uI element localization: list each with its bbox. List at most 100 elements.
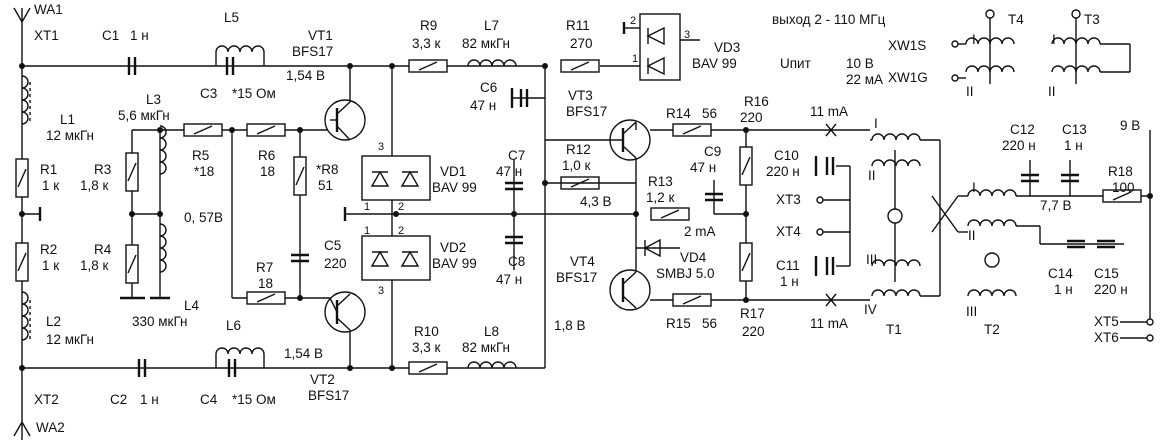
r4-label: R4 bbox=[94, 242, 112, 257]
xt2-label: XT2 bbox=[34, 392, 59, 407]
r15-label: R15 bbox=[666, 316, 691, 331]
vd4-label: VD4 bbox=[680, 250, 707, 265]
r17-value: 220 bbox=[742, 324, 765, 339]
r7-label: R7 bbox=[256, 260, 273, 275]
vt1-label: VT1 bbox=[308, 28, 333, 43]
r3-value: 1,8 к bbox=[80, 178, 109, 193]
c14-label: C14 bbox=[1048, 266, 1073, 281]
r4-value: 1,8 к bbox=[80, 258, 109, 273]
vt2-collector-voltage: 1,54 В bbox=[284, 346, 323, 361]
vd4-type: SMBJ 5.0 bbox=[656, 266, 715, 281]
c10-label: C10 bbox=[774, 148, 799, 163]
vd3-pin2: 2 bbox=[630, 15, 636, 27]
c3-label: C3 bbox=[200, 86, 217, 101]
vd2-pin3: 3 bbox=[378, 285, 384, 297]
l5-label: L5 bbox=[224, 10, 239, 25]
supply-current: 22 мА bbox=[846, 72, 883, 87]
r5-value: *18 bbox=[194, 164, 214, 179]
r17-label: R17 bbox=[740, 306, 765, 321]
t3-winding-2: II bbox=[1048, 84, 1056, 99]
vd3-pin3: 3 bbox=[684, 29, 690, 41]
c1-label: C1 bbox=[102, 28, 119, 43]
r6-label: R6 bbox=[258, 148, 275, 163]
current-top: 11 mA bbox=[810, 104, 848, 119]
t2-winding-1: I bbox=[972, 180, 976, 195]
c13-value: 1 н bbox=[1064, 138, 1083, 153]
c7-label: C7 bbox=[508, 148, 525, 163]
xt1-label: XT1 bbox=[34, 28, 59, 43]
vt3-type: BFS17 bbox=[566, 104, 607, 119]
xt6-label: XT6 bbox=[1094, 330, 1119, 345]
r9-label: R9 bbox=[420, 18, 437, 33]
c3-value: *15 Ом bbox=[232, 86, 276, 101]
c12-label: C12 bbox=[1010, 122, 1035, 137]
vd1-label: VD1 bbox=[440, 164, 466, 179]
c13-label: C13 bbox=[1062, 122, 1087, 137]
c8-value: 47 н bbox=[496, 272, 522, 287]
c11-value: 1 н bbox=[780, 274, 799, 289]
c4-label: C4 bbox=[200, 392, 218, 407]
vd2-pin2: 2 bbox=[398, 225, 404, 237]
r1-label: R1 bbox=[40, 162, 57, 177]
r12-value: 1,0 к bbox=[562, 158, 591, 173]
l2-value: 12 мкГн bbox=[46, 332, 94, 347]
r7-value: 18 bbox=[258, 276, 273, 291]
l4-label: L4 bbox=[184, 298, 200, 313]
l3-value: 5,6 мкГн bbox=[118, 108, 170, 123]
xw1s-label: XW1S bbox=[888, 38, 926, 53]
vt2-type: BFS17 bbox=[308, 388, 349, 403]
vt4-emitter-voltage: 1,8 В bbox=[554, 318, 586, 333]
vt3-label: VT3 bbox=[568, 88, 593, 103]
vd2-diode bbox=[361, 235, 431, 281]
vt1-type: BFS17 bbox=[292, 44, 333, 59]
r10-value: 3,3 к bbox=[412, 340, 441, 355]
r14-value: 56 bbox=[702, 106, 717, 121]
vt2-transistor bbox=[324, 291, 366, 333]
r2-value: 1 к bbox=[42, 258, 59, 273]
c5-label: C5 bbox=[324, 238, 341, 253]
current-bias: 2 mA bbox=[684, 224, 716, 239]
c12-value: 220 н bbox=[1002, 138, 1036, 153]
l8-label: L8 bbox=[484, 324, 499, 339]
t4-winding-2: II bbox=[966, 84, 974, 99]
t3-winding-1: I bbox=[1052, 32, 1056, 47]
vd1-pin1: 1 bbox=[364, 201, 370, 213]
c10-value: 220 н bbox=[766, 164, 800, 179]
vd2-type: BAV 99 bbox=[432, 256, 477, 271]
r14-label: R14 bbox=[666, 106, 691, 121]
l7-value: 82 мкГн bbox=[462, 36, 510, 51]
r9-value: 3,3 к bbox=[412, 36, 441, 51]
vt4-type: BFS17 bbox=[556, 270, 597, 285]
xt4-label: XT4 bbox=[776, 224, 801, 239]
l1-value: 12 мкГн bbox=[46, 128, 94, 143]
vd3-diode bbox=[639, 13, 681, 81]
wa1-label: WA1 bbox=[34, 2, 63, 17]
vd2-pin1: 1 bbox=[364, 225, 370, 237]
c8-label: C8 bbox=[508, 254, 525, 269]
vd1-pin3: 3 bbox=[378, 141, 384, 153]
t4-label: T4 bbox=[1008, 12, 1024, 27]
c2-label: C2 bbox=[110, 392, 127, 407]
vd3-label: VD3 bbox=[714, 40, 740, 55]
vd1-diode bbox=[361, 155, 431, 201]
r11-value: 270 bbox=[570, 36, 593, 51]
c4-value: *15 Ом bbox=[232, 392, 276, 407]
supply-voltage: 10 В bbox=[846, 56, 874, 71]
r13-value: 1,2 к bbox=[646, 190, 675, 205]
r16-label: R16 bbox=[744, 94, 769, 109]
xw1g-label: XW1G bbox=[888, 70, 928, 85]
c15-value: 220 н bbox=[1094, 282, 1128, 297]
vd3-type: BAV 99 bbox=[692, 56, 737, 71]
r18-value: 100 bbox=[1112, 180, 1135, 195]
wa2-label: WA2 bbox=[36, 420, 65, 435]
c9-value: 47 н bbox=[690, 160, 716, 175]
bias-voltage: 0, 57В bbox=[184, 210, 223, 225]
vd2-label: VD2 bbox=[440, 240, 466, 255]
r16-value: 220 bbox=[740, 110, 763, 125]
t2-label: T2 bbox=[984, 322, 1000, 337]
c15-label: C15 bbox=[1094, 266, 1119, 281]
c6-value: 47 н bbox=[470, 98, 496, 113]
